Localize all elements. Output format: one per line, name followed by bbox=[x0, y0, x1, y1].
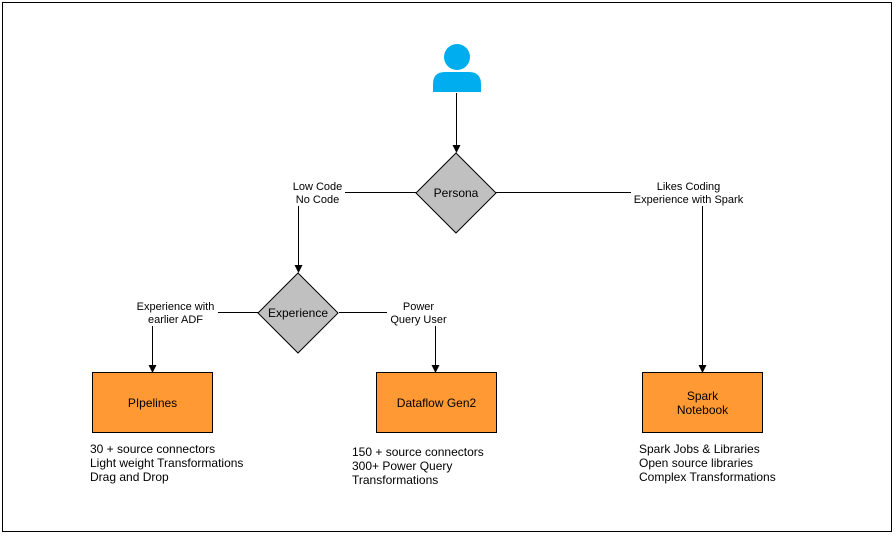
arrowhead-persona bbox=[452, 145, 461, 153]
arrowhead-pipelines bbox=[148, 365, 157, 373]
edge-label-earlier-adf: Experience with earlier ADF bbox=[133, 299, 218, 326]
edge-label-line: earlier ADF bbox=[148, 314, 203, 326]
arrowhead-experience bbox=[294, 265, 303, 273]
node-label-line: Spark bbox=[687, 389, 719, 403]
process-spark-notebook: Spark Notebook bbox=[642, 372, 763, 433]
node-label: Experience bbox=[268, 306, 328, 320]
note-line: Open source libraries bbox=[639, 456, 753, 470]
process-pipelines: PIpelines bbox=[92, 372, 213, 433]
note-line: 150 + source connectors bbox=[352, 445, 484, 459]
edge-label-line: Experience with Spark bbox=[634, 194, 744, 206]
note-pipelines: 30 + source connectors Light weight Tran… bbox=[90, 442, 243, 484]
edge-label-line: Experience with bbox=[137, 301, 215, 313]
node-label-line: Notebook bbox=[677, 403, 729, 417]
edge-label-line: Power bbox=[403, 301, 435, 313]
node-label: PIpelines bbox=[128, 396, 177, 410]
user-icon bbox=[433, 44, 481, 92]
note-line: Spark Jobs & Libraries bbox=[639, 442, 760, 456]
edge-label-line: Query User bbox=[390, 314, 447, 326]
note-line: Complex Transformations bbox=[639, 470, 776, 484]
note-dataflow: 150 + source connectors 300+ Power Query… bbox=[352, 445, 484, 487]
arrowhead-dataflow bbox=[431, 365, 440, 373]
edge-label-line: Likes Coding bbox=[657, 181, 721, 193]
note-line: 30 + source connectors bbox=[90, 442, 215, 456]
process-dataflow-gen2: Dataflow Gen2 bbox=[376, 372, 497, 433]
node-label: Persona bbox=[434, 186, 479, 200]
arrowhead-spark bbox=[698, 365, 707, 373]
node-label: Dataflow Gen2 bbox=[397, 396, 477, 410]
edge-label-line: No Code bbox=[296, 194, 339, 206]
note-line: Transformations bbox=[352, 473, 438, 487]
note-spark: Spark Jobs & Libraries Open source libra… bbox=[639, 442, 776, 484]
note-line: 300+ Power Query bbox=[352, 459, 452, 473]
note-line: Light weight Transformations bbox=[90, 456, 243, 470]
note-line: Drag and Drop bbox=[90, 470, 169, 484]
decision-experience: Experience bbox=[257, 272, 339, 354]
decision-persona: Persona bbox=[415, 152, 497, 234]
edge-label-line: Low Code bbox=[293, 181, 343, 193]
edge-label-likes-coding: Likes Coding Experience with Spark bbox=[631, 179, 746, 206]
edge-label-power-query: Power Query User bbox=[387, 299, 450, 326]
edge-label-low-code: Low Code No Code bbox=[290, 179, 345, 206]
